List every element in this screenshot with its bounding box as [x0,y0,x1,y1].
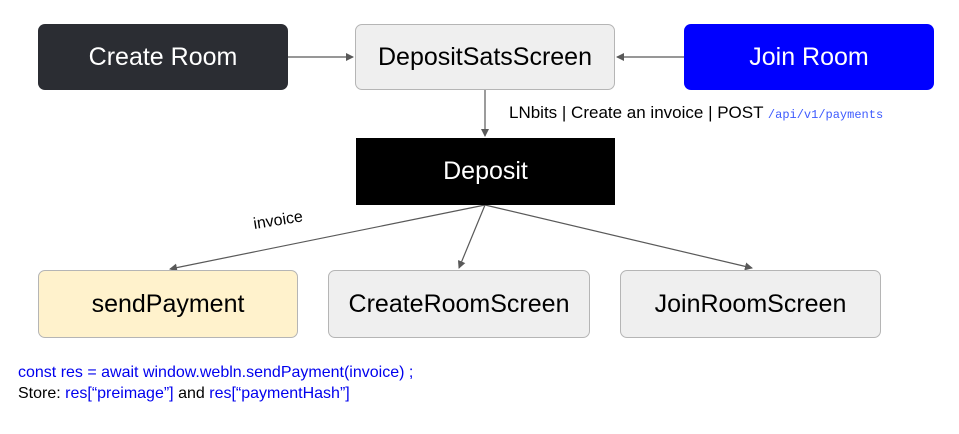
and-text: and [178,385,205,402]
deposit-sats-screen-node: DepositSatsScreen [355,24,615,90]
create-room-label: Create Room [88,42,238,71]
deposit-sats-screen-label: DepositSatsScreen [377,42,592,71]
store-prefix: Store: [18,385,61,402]
send-payment-label: sendPayment [91,289,245,318]
deposit-label: Deposit [443,157,528,185]
payment-hash-ref: res[“paymentHash”] [209,385,350,402]
edge-deposit-to-send-payment [169,204,486,272]
edge-deposit-to-create-room-screen [457,204,486,269]
code-line-store: Store: res[“preimage”] and res[“paymentH… [18,385,350,403]
send-payment-node: sendPayment [38,270,298,338]
code-line-webln: const res = await window.webln.sendPayme… [18,364,414,381]
create-room-screen-label: CreateRoomScreen [348,289,570,318]
deposit-node: Deposit [356,138,615,205]
join-room-label: Join Room [749,42,869,71]
create-room-node: Create Room [38,24,288,90]
lnbits-edge-label: LNbits | Create an invoice | POST /api/v… [509,103,883,123]
api-path-text: /api/v1/payments [767,108,884,122]
join-room-screen-node: JoinRoomScreen [620,270,881,338]
preimage-ref: res[“preimage”] [65,385,174,402]
edge-deposit-to-join-room-screen [484,204,753,271]
create-room-screen-node: CreateRoomScreen [328,270,590,338]
join-room-screen-label: JoinRoomScreen [654,289,847,318]
join-room-node: Join Room [684,24,934,90]
lnbits-text: LNbits | Create an invoice | POST [509,103,764,122]
